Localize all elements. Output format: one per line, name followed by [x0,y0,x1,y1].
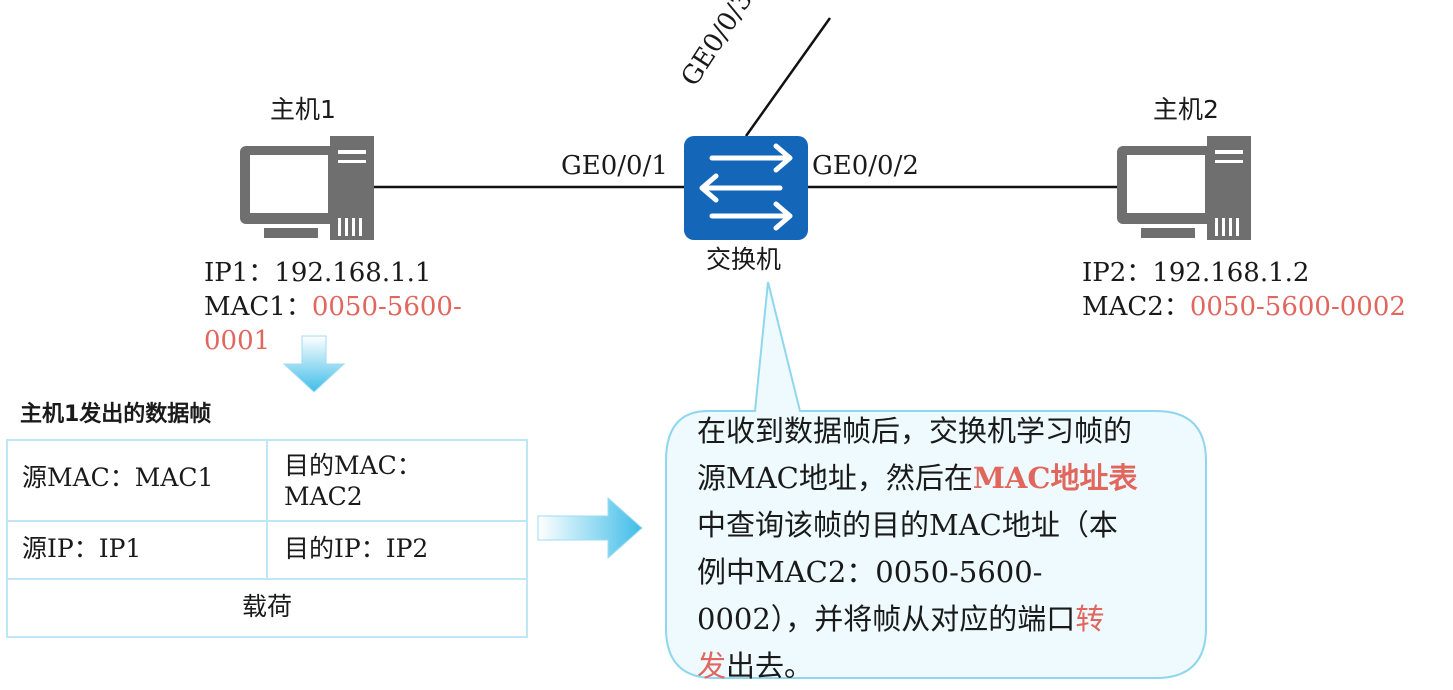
frame-title: 主机1发出的数据帧 [20,402,212,427]
callout-line: 在收到数据帧后，交换机学习帧的 [697,414,1133,448]
dst-ip-cell: 目的IP：IP2 [268,522,526,580]
src-mac-cell: 源MAC：MAC1 [8,441,268,522]
host1-mac: MAC1：0050-5600- [204,292,462,322]
switch-icon [684,136,808,240]
switch-name: 交换机 [706,245,782,274]
callout-text: 在收到数据帧后，交换机学习帧的 源MAC地址，然后在MAC地址表 中查询该帧的目… [697,408,1187,690]
callout-line: 中查询该帧的目的MAC地址（本 [697,508,1118,542]
callout-bubble [665,281,1207,679]
link-switch-uplink [744,17,832,137]
callout-line: 源MAC地址，然后在MAC地址表 [697,461,1138,495]
host1-ip: IP1：192.168.1.1 [204,258,432,288]
host1-name: 主机1 [270,95,336,124]
port-label-ge001: GE0/0/1 [561,151,668,181]
port-label-ge002: GE0/0/2 [812,151,919,181]
host2-name: 主机2 [1153,95,1219,124]
host2-pc-icon [1117,136,1251,240]
dst-mac-cell: 目的MAC： MAC2 [268,441,526,522]
data-frame-table: 源MAC：MAC1 目的MAC： MAC2 源IP：IP1 目的IP：IP2 载… [6,439,528,638]
down-arrow-icon [282,335,346,393]
callout-line: 发出去。 [697,649,814,683]
payload-cell: 载荷 [241,592,292,621]
src-ip-cell: 源IP：IP1 [8,522,268,580]
host2-mac: MAC2：0050-5600-0002 [1082,292,1406,322]
host2-ip: IP2：192.168.1.2 [1082,258,1310,288]
right-arrow-icon [537,496,643,560]
host1-mac-continued: 0001 [204,326,271,356]
callout-line: 0002），并将帧从对应的端口转 [697,602,1105,636]
callout-line: 例中MAC2：0050-5600- [697,555,1043,589]
host1-pc-icon [240,136,374,240]
